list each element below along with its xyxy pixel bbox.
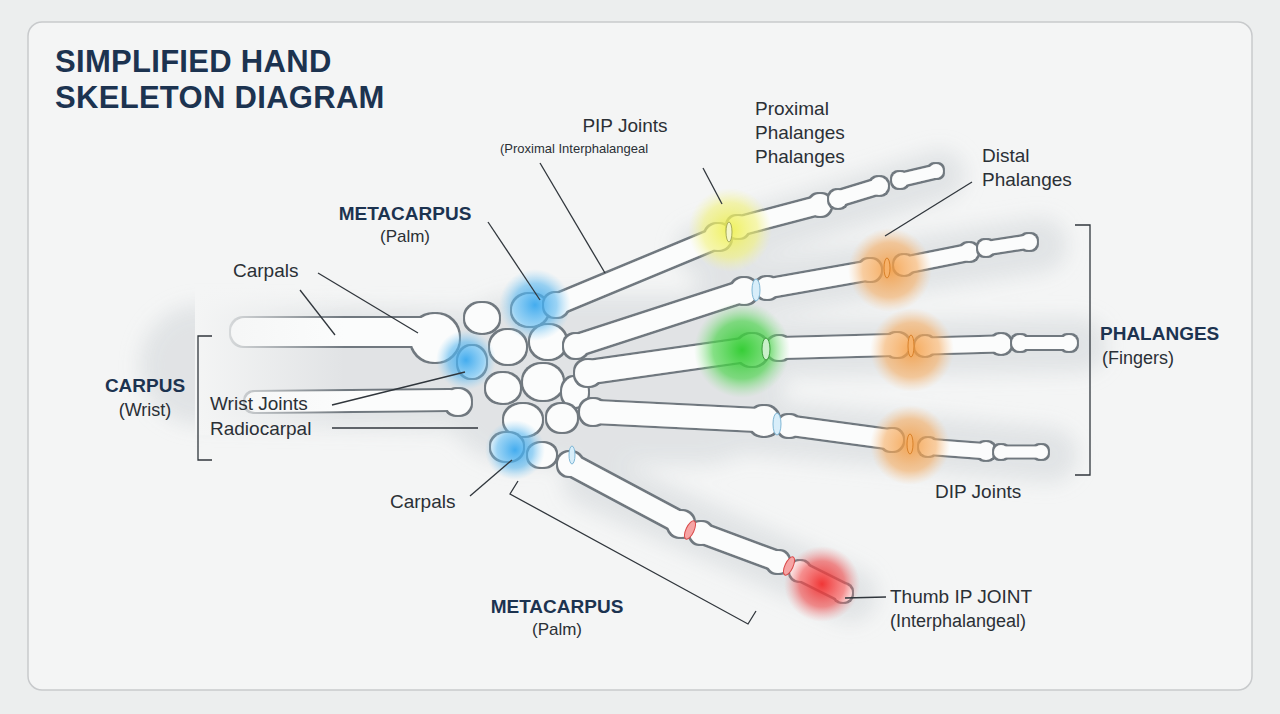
forearm-fade [195,285,345,435]
part-label: (Proximal Interphalangeal [500,141,648,157]
leader-line [318,273,418,333]
bone-base [1012,335,1028,351]
part-label: PIP Joints [560,114,690,137]
distal-phalanx [978,234,1037,256]
joint-cartilage [569,446,575,464]
region-heading: PHALANGES [1100,322,1219,345]
middle-phalanx [829,177,888,208]
thumb-metacarpal [558,452,694,537]
joint-glow [784,546,860,622]
part-label: Thumb IP JOINT [890,585,1032,608]
joint-cartilage [908,335,914,357]
carpal-bone [547,404,577,432]
bone-head [991,334,1011,354]
bone-base [829,190,847,208]
thumb-proximal-phalanx [690,522,789,573]
metacarpal-bone [580,399,779,436]
joint-cartilage [752,279,760,301]
bone-shaft [704,534,774,560]
bone-head [960,243,978,261]
region-heading: METACARPUS [487,595,627,618]
joint-cartilage [907,434,913,454]
joint-cartilage [773,413,781,435]
part-label: Wrist Joints [210,392,308,415]
leader-lines [300,163,972,598]
joint-cartilage [781,555,797,577]
bone-head [809,194,831,216]
leader-line [300,290,335,335]
bone-head [445,389,471,415]
leader-line [488,222,540,300]
region-subtitle: (Interphalangeal) [890,610,1026,632]
forearm-bones [195,285,471,435]
leader-line [470,460,512,496]
region-subtitle: (Palm) [325,227,485,247]
part-label: Proximal Phalanges Phalanges [755,97,860,169]
leader-line [332,427,478,428]
joint-cartilage [762,338,770,360]
leader-line [703,168,722,204]
region-subtitle: (Wrist) [95,399,195,421]
bone-head [929,164,943,178]
bone-shaft [558,240,712,304]
bone-base [994,445,1008,459]
joint-cartilage [726,222,732,242]
bone-base [575,360,601,386]
joint-glow [485,420,545,480]
bone-shaft [595,412,758,420]
leader-line [885,182,972,236]
joint-glow [688,188,772,272]
part-label: Radiocarpal [210,417,311,440]
region-bracket [1075,225,1090,475]
carpal-bone [465,303,499,333]
joint-glow [694,302,790,398]
joint-highlights [436,188,954,622]
carpal-bone [486,373,520,403]
part-label: Distal Phalanges [982,144,1082,192]
region-subtitle: (Fingers) [1102,347,1174,369]
leader-line [332,372,465,405]
bone-head [977,442,995,460]
joint-glow [870,405,950,485]
region-heading: CARPUS [95,374,195,397]
part-label: Carpals [233,259,298,282]
leader-line [845,597,886,598]
bone-base [564,334,588,358]
bone-base [580,399,606,425]
region-bracket [198,336,212,460]
diagram-title: SIMPLIFIED HAND SKELETON DIAGRAM [55,44,435,116]
region-subtitle: (Palm) [487,620,627,640]
bone-shaft [572,465,675,520]
joint-glow [436,330,496,390]
carpal-bone [465,303,499,333]
bone-head [1021,234,1037,250]
carpal-bone [547,404,577,432]
diagram-frame [28,22,1252,690]
joint-cartilage [569,222,914,577]
distal-phalanx [892,164,943,188]
bone-head [870,177,888,195]
carpal-bone [486,373,520,403]
distal-phalanx [1012,335,1077,351]
joint-glow [870,308,954,392]
region-heading: METACARPUS [325,202,485,225]
joint-glow [499,269,571,341]
carpal-bone [523,364,563,400]
bone-base [892,172,908,188]
bone-base [978,240,994,256]
carpal-bone [523,364,563,400]
distal-phalanx [994,445,1048,459]
bone-head [1061,335,1077,351]
joint-cartilage [884,258,890,278]
part-label: DIP Joints [935,480,1021,503]
joint-glow [848,228,932,312]
bone-head [1034,445,1048,459]
part-label: Carpals [390,490,455,513]
joint-cartilage [682,519,698,541]
leader-line [540,163,605,273]
brackets [198,225,1090,624]
